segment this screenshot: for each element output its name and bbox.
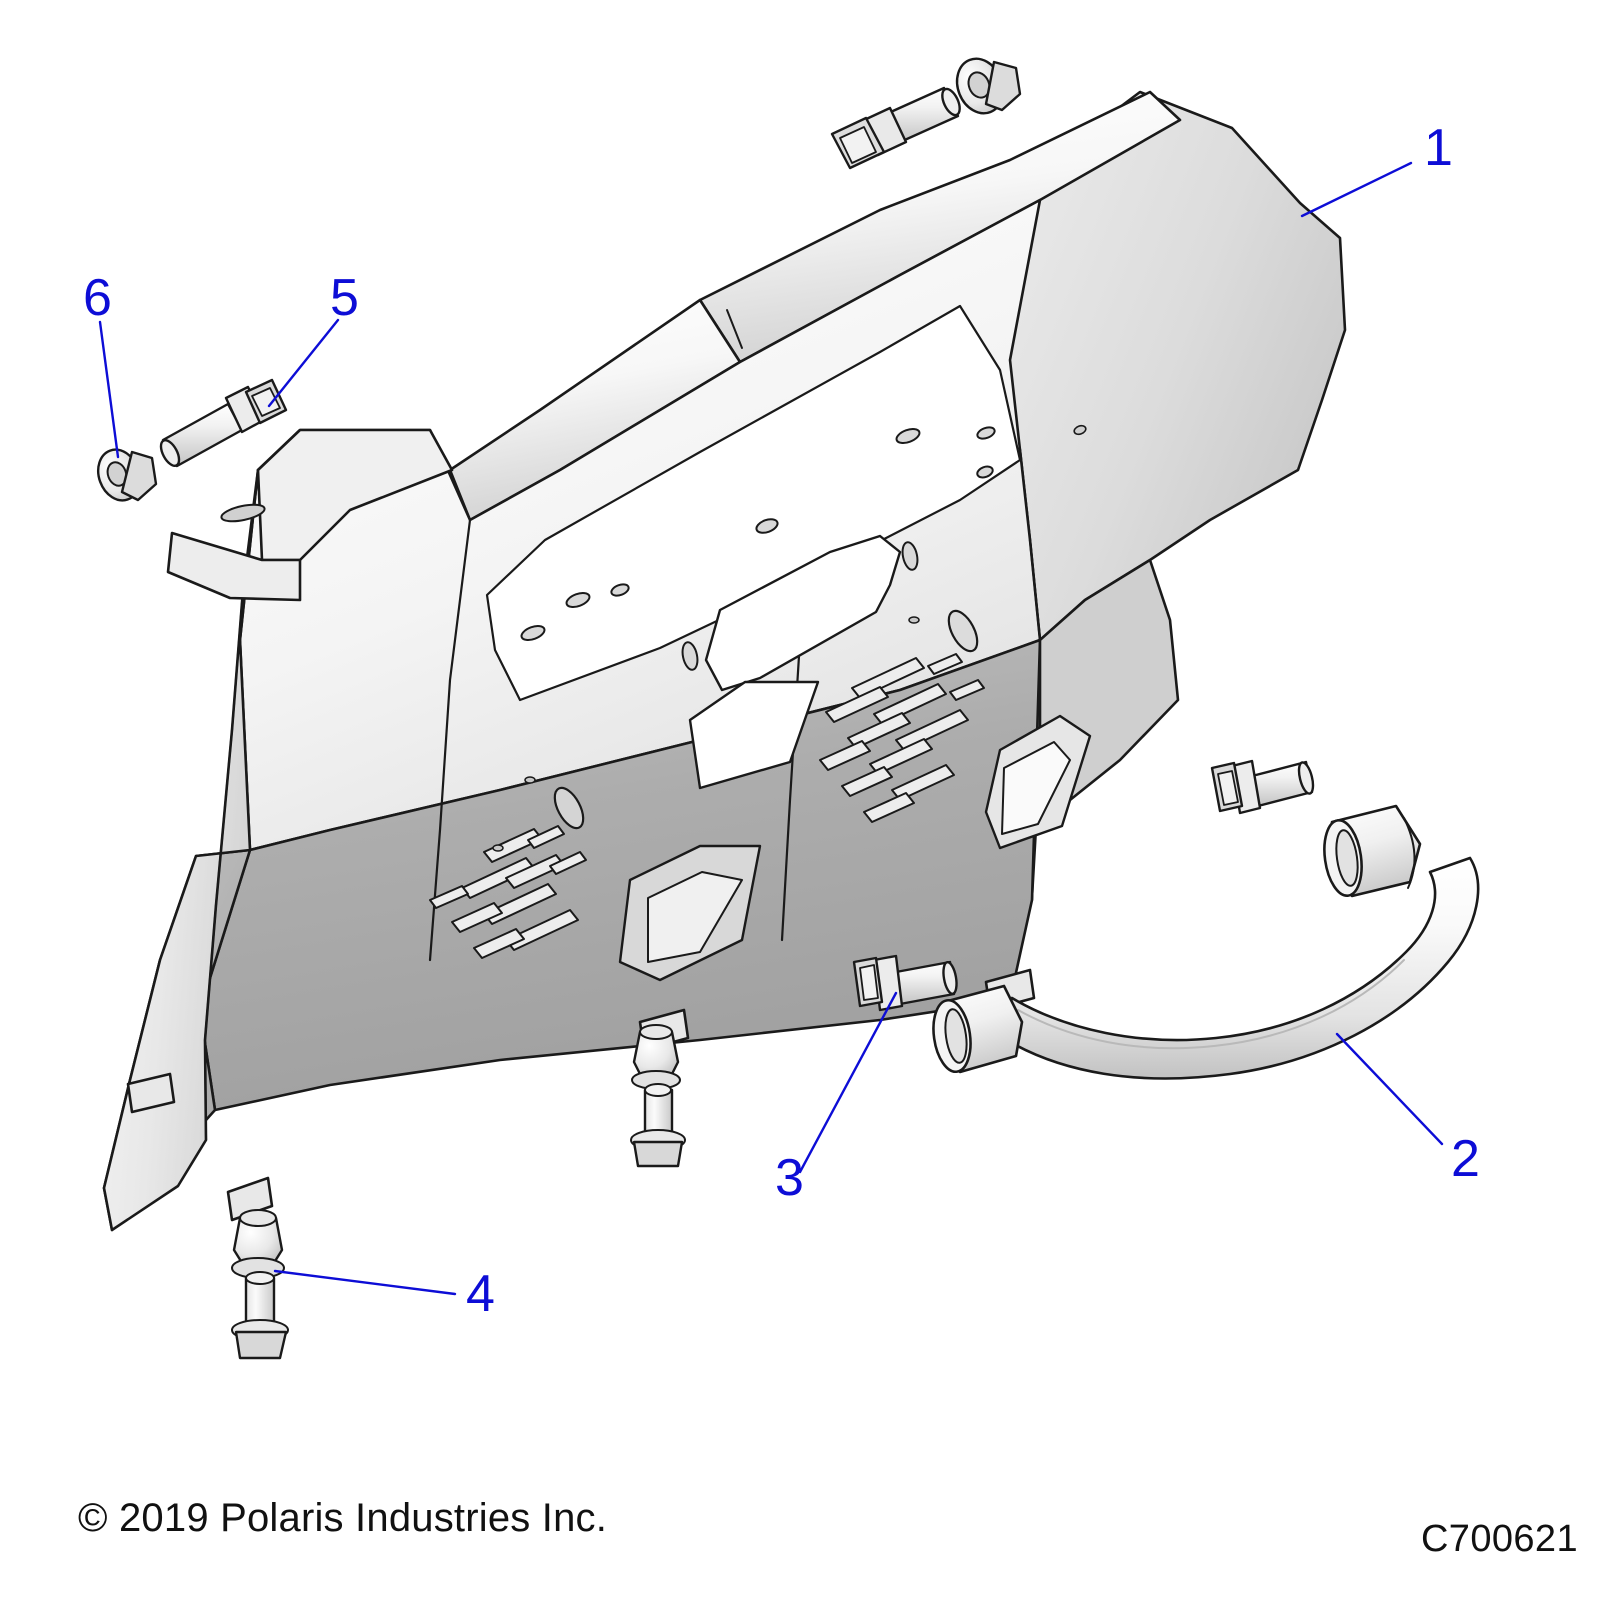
- bumper-hole: [1073, 424, 1087, 436]
- flange-bolt-center-lower: [630, 1083, 686, 1168]
- lower-mount-bolt: [231, 1271, 289, 1360]
- flange-bolt-3-head-facet: [859, 964, 879, 1001]
- flange-bolt-top-head-facet: [839, 126, 877, 164]
- brush-guard-socket-right-bore: [1335, 829, 1359, 887]
- flange-bolt-cl-head: [632, 1140, 684, 1168]
- center-opening-lower-inner: [647, 871, 743, 963]
- bumper-left-wing-edge: [203, 588, 245, 1142]
- callout-leaders: [98, 161, 1444, 1296]
- flange-bolt-top-tip: [941, 87, 961, 117]
- vent-louvers-left: [429, 825, 587, 959]
- flange-bolt-bgu-head-facet: [1217, 770, 1239, 806]
- brush-guard-mount-bolt: [852, 954, 958, 1012]
- bumper-upper-recess: [485, 304, 1022, 702]
- flange-bolt-brush-guard-upper: [1210, 759, 1315, 815]
- bumper-hole: [681, 641, 699, 671]
- flange-bolt-4-tip: [245, 1271, 275, 1285]
- flange-bolt-3-tip: [942, 961, 958, 995]
- flange-nut-6-bore: [106, 461, 128, 487]
- callout-label-3[interactable]: 3: [775, 1149, 804, 1207]
- bumper-hole: [901, 541, 919, 571]
- flange-bolt-4-head: [234, 1330, 288, 1360]
- bumper-hole: [755, 518, 779, 534]
- callout-label-5[interactable]: 5: [330, 269, 359, 327]
- brush-guard-bar-highlight: [1017, 959, 1405, 1050]
- flange-nut-center-lower: [631, 1024, 681, 1090]
- leader-2: [1335, 1032, 1444, 1146]
- callout-label-1[interactable]: 1: [1424, 119, 1453, 177]
- flange-nut-ll-top: [239, 1209, 277, 1227]
- flange-bolt-5-head-facet: [251, 387, 281, 417]
- flange-nut-top-body: [984, 60, 1022, 112]
- flange-bolt-top: [830, 86, 961, 170]
- vent-louvers-right: [819, 653, 985, 823]
- flange-nut-lower-left: [231, 1209, 285, 1279]
- bumper-tab-left-upper: [126, 1072, 176, 1114]
- bumper-hole: [976, 465, 994, 479]
- bumper-hole-oval: [553, 786, 585, 830]
- leader-1: [1300, 161, 1413, 218]
- bumper-hole: [520, 625, 546, 641]
- bumper-openings: [429, 424, 1092, 982]
- center-opening-upper: [688, 680, 820, 790]
- brush-guard-tube: [932, 804, 1480, 1080]
- flange-bolt-upper-left: [159, 378, 288, 468]
- brush-guard-socket-left-bore: [944, 1008, 968, 1064]
- front-bumper-body: [102, 90, 1347, 1232]
- leader-6: [98, 320, 120, 459]
- copyright-notice: © 2019 Polaris Industries Inc.: [78, 1496, 608, 1540]
- leader-3: [798, 991, 898, 1174]
- brush-guard-bar: [998, 856, 1480, 1080]
- flange-nut-top-bore: [967, 71, 991, 99]
- bumper-left-tab-lower: [166, 531, 302, 602]
- drawing-number: C700621: [1420, 1518, 1578, 1560]
- flange-bolt-bgu-tip: [1297, 761, 1315, 795]
- callout-label-4[interactable]: 4: [466, 1265, 495, 1323]
- callout-label-2[interactable]: 2: [1451, 1130, 1480, 1188]
- bumper-hole: [610, 583, 630, 597]
- callout-label-6[interactable]: 6: [83, 269, 112, 327]
- bumper-dimple: [908, 616, 920, 624]
- bumper-top-rail-seam: [726, 309, 743, 349]
- flange-bolt-cl-tip: [644, 1083, 672, 1097]
- flange-nut-upper-left: [97, 448, 158, 502]
- bumper-fold-line-a: [428, 518, 472, 962]
- leader-4: [273, 1269, 457, 1296]
- right-opening-inner: [1001, 741, 1071, 835]
- leader-5: [267, 318, 340, 408]
- brush-guard-socket-right-collar: [1403, 817, 1416, 889]
- bumper-hole: [565, 592, 591, 608]
- bumper-hole-oval: [947, 609, 979, 653]
- bumper-left-tab-slot: [220, 503, 266, 523]
- flange-bolt-5-tip: [159, 439, 181, 467]
- bumper-dimple: [492, 844, 504, 852]
- bumper-hole: [895, 428, 921, 444]
- flange-nut-6-body: [120, 450, 158, 502]
- flange-nut-cl-top: [639, 1024, 673, 1040]
- bumper-hole: [976, 426, 996, 440]
- bumper-dimple: [524, 776, 536, 784]
- flange-nut-top: [955, 57, 1022, 115]
